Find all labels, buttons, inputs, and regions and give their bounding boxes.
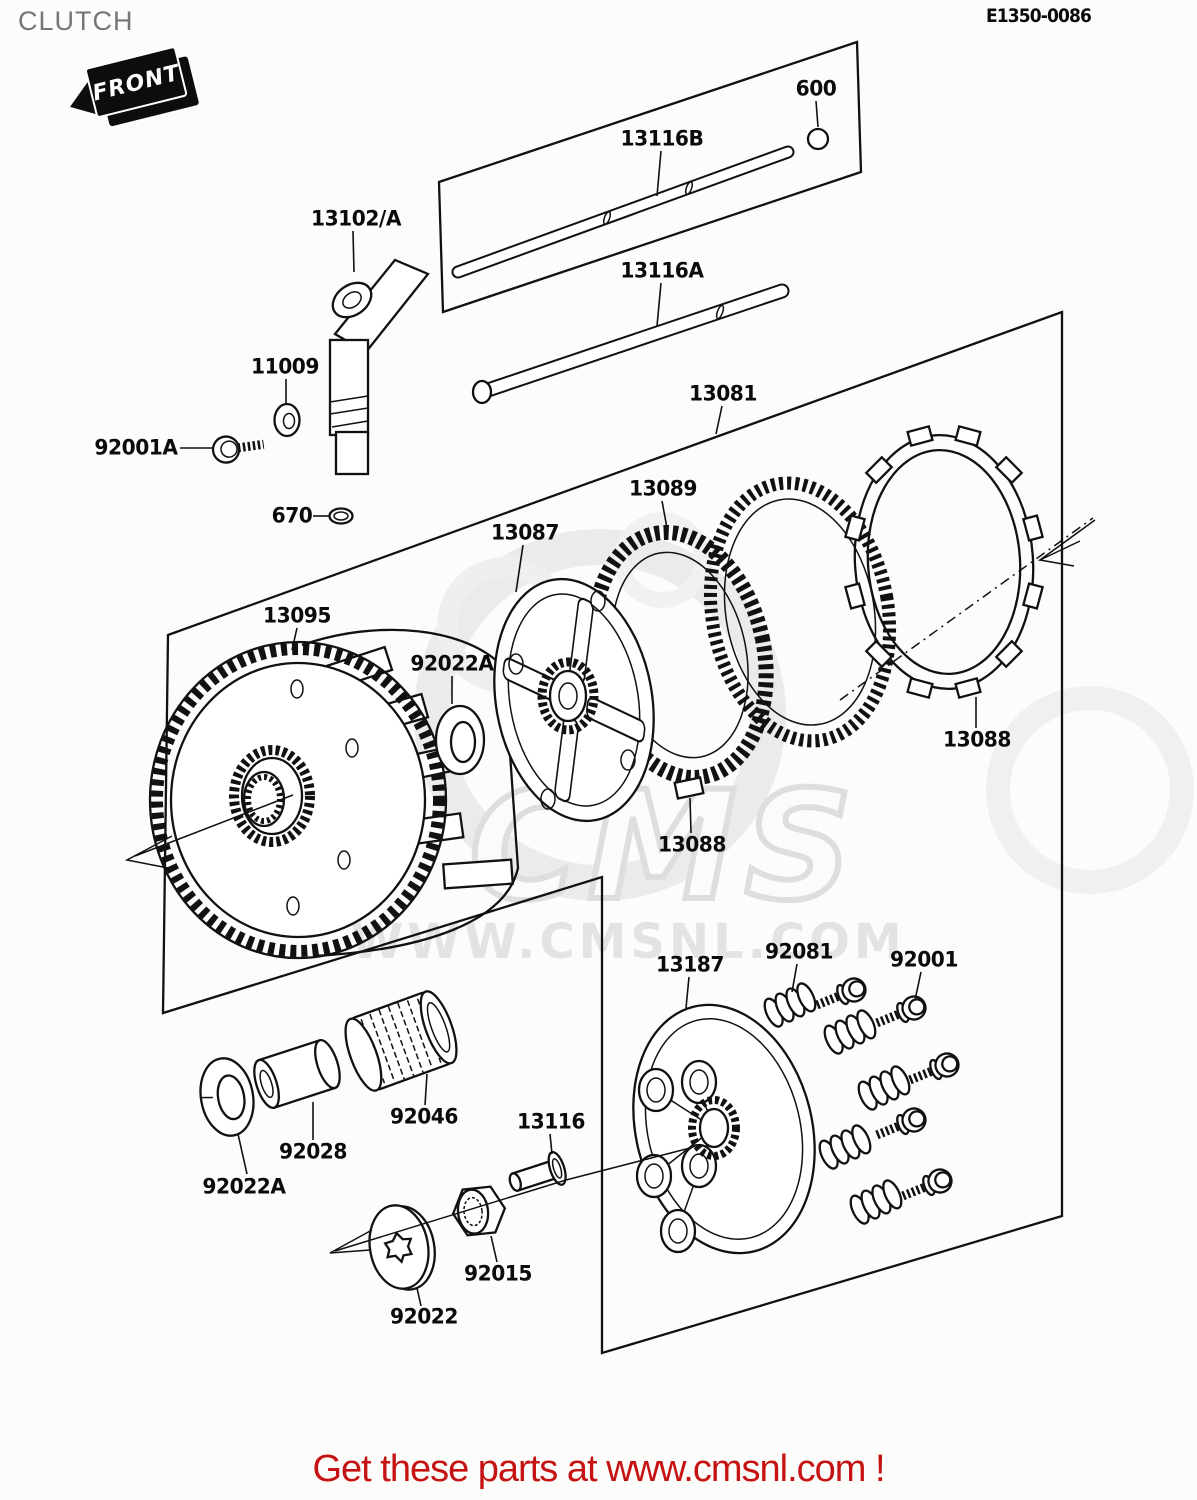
steel-plate-ring bbox=[843, 424, 1045, 700]
front-marker-tag: FRONT bbox=[70, 46, 199, 127]
part-label-13088-bottom: 13088 bbox=[658, 832, 726, 858]
part-label-13116B: 13116B bbox=[620, 126, 704, 152]
leader-lines bbox=[180, 100, 977, 1307]
pressure-plate bbox=[632, 1003, 816, 1255]
nut-92015 bbox=[451, 1185, 507, 1237]
part-label-13116A: 13116A bbox=[620, 258, 704, 284]
diagram-code: E1350-0086 bbox=[986, 5, 1092, 27]
page-title: CLUTCH bbox=[18, 6, 134, 36]
push-rod-panel bbox=[437, 40, 863, 314]
part-label-13187: 13187 bbox=[656, 952, 724, 978]
part-label-13087: 13087 bbox=[491, 520, 559, 546]
part-label-92046: 92046 bbox=[390, 1104, 458, 1130]
needle-bearing-92046 bbox=[344, 990, 458, 1092]
part-label-92022A-upper: 92022A bbox=[410, 651, 494, 677]
part-label-13116: 13116 bbox=[517, 1109, 585, 1135]
part-label-92015: 92015 bbox=[464, 1261, 532, 1287]
washer-11009 bbox=[273, 402, 301, 438]
part-label-92081: 92081 bbox=[765, 939, 833, 965]
pin-13116 bbox=[508, 1150, 567, 1193]
clutch-hub bbox=[493, 577, 705, 823]
part-label-13102A: 13102/A bbox=[310, 206, 402, 232]
part-label-92022A-lower: 92022A bbox=[202, 1174, 286, 1200]
part-label-92001: 92001 bbox=[890, 947, 958, 973]
footer-promo-text: Get these parts at www.cmsnl.com ! bbox=[312, 1448, 885, 1490]
clutch-plate-stack bbox=[586, 476, 897, 786]
part-label-92022: 92022 bbox=[390, 1304, 458, 1330]
spacer-92028 bbox=[253, 1038, 341, 1110]
part-label-13081: 13081 bbox=[689, 381, 757, 407]
clutch-assembly-panel bbox=[161, 310, 1064, 1355]
part-label-13089: 13089 bbox=[629, 476, 697, 502]
release-lever bbox=[328, 258, 430, 476]
washer-92022A-lower bbox=[199, 1057, 255, 1137]
push-rod-13116B bbox=[451, 145, 795, 279]
screw-92001A bbox=[211, 435, 265, 464]
watermark-url-text: WWW.CMSNL.COM bbox=[350, 914, 906, 970]
ball-600 bbox=[806, 127, 830, 151]
part-label-670: 670 bbox=[271, 503, 313, 529]
washer-92022 bbox=[368, 1204, 436, 1291]
o-ring-670 bbox=[328, 507, 354, 525]
washer-92022A-upper bbox=[434, 704, 486, 776]
assembly-arrows bbox=[124, 517, 1096, 1254]
part-label-600: 600 bbox=[795, 76, 837, 102]
part-label-11009: 11009 bbox=[251, 354, 319, 380]
part-label-92001A: 92001A bbox=[94, 435, 178, 461]
part-label-13095: 13095 bbox=[263, 603, 331, 629]
push-rod-13116A bbox=[471, 283, 790, 405]
clutch-bolts bbox=[815, 977, 960, 1201]
clutch-springs bbox=[763, 982, 911, 1225]
clutch-housing bbox=[148, 628, 520, 960]
part-label-92028: 92028 bbox=[279, 1139, 347, 1165]
part-label-13088-right: 13088 bbox=[943, 727, 1011, 753]
